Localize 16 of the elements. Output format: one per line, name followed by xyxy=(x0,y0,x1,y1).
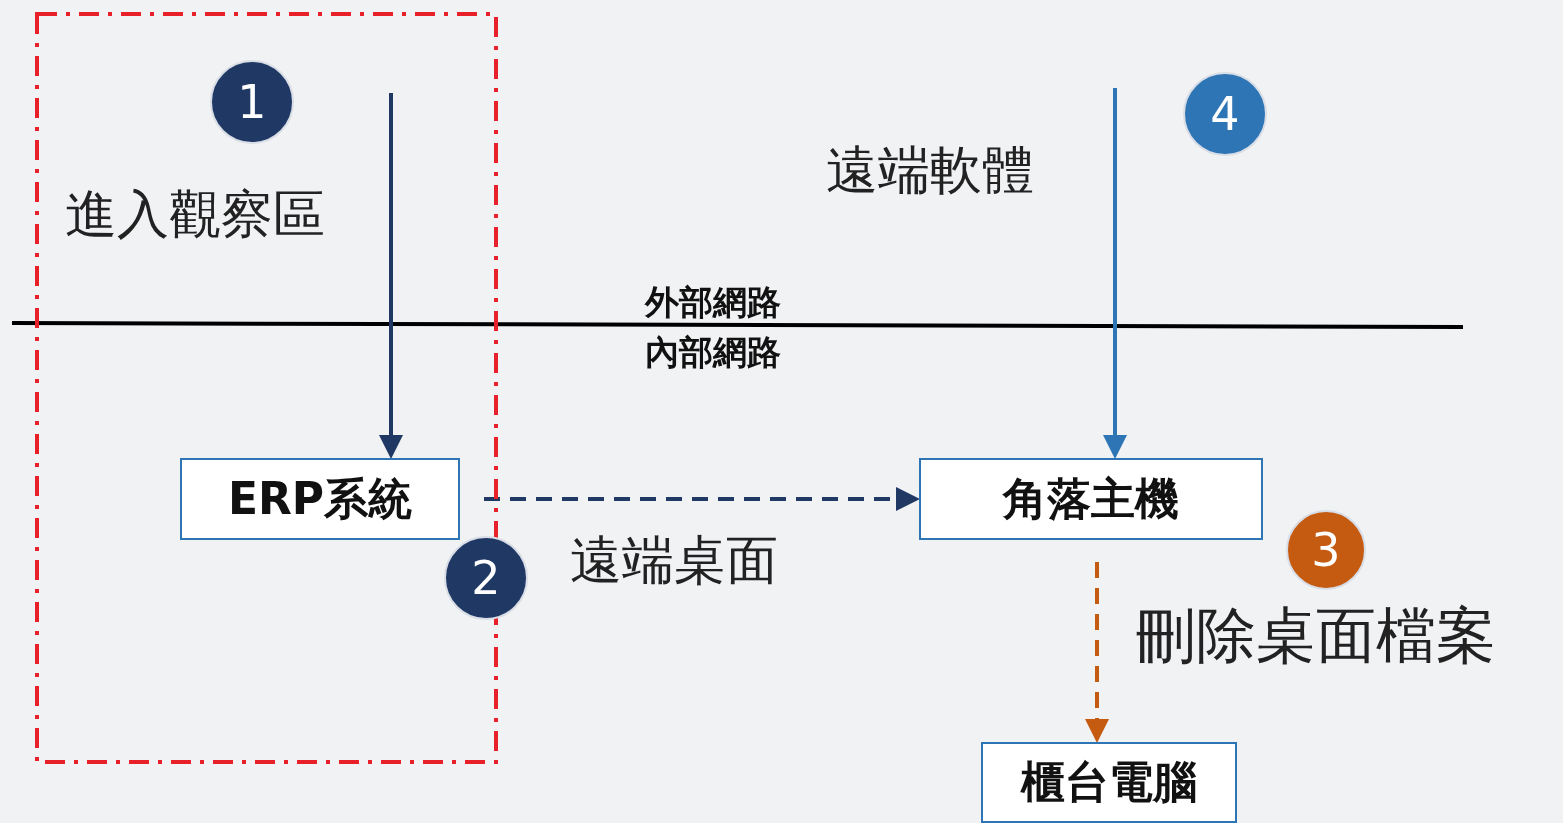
network-label: 外部網路 xyxy=(645,281,781,324)
computer-box: 角落主機 xyxy=(919,458,1263,540)
step-number-badge: 2 xyxy=(444,536,528,620)
computer-box: ERP系統 xyxy=(180,458,460,540)
step-number-badge: 3 xyxy=(1286,510,1366,590)
edge-label: 刪除桌面檔案 xyxy=(1136,602,1496,668)
observation-zone xyxy=(35,12,498,764)
step-number-badge: 1 xyxy=(210,60,294,144)
arrow xyxy=(1103,88,1127,459)
network-label: 內部網路 xyxy=(645,331,781,374)
arrow xyxy=(379,93,403,459)
arrow xyxy=(1085,562,1109,743)
step-number-badge: 4 xyxy=(1183,72,1267,156)
zone-title: 進入觀察區 xyxy=(65,183,325,246)
computer-box: 櫃台電腦 xyxy=(981,742,1237,823)
arrow xyxy=(484,487,920,511)
